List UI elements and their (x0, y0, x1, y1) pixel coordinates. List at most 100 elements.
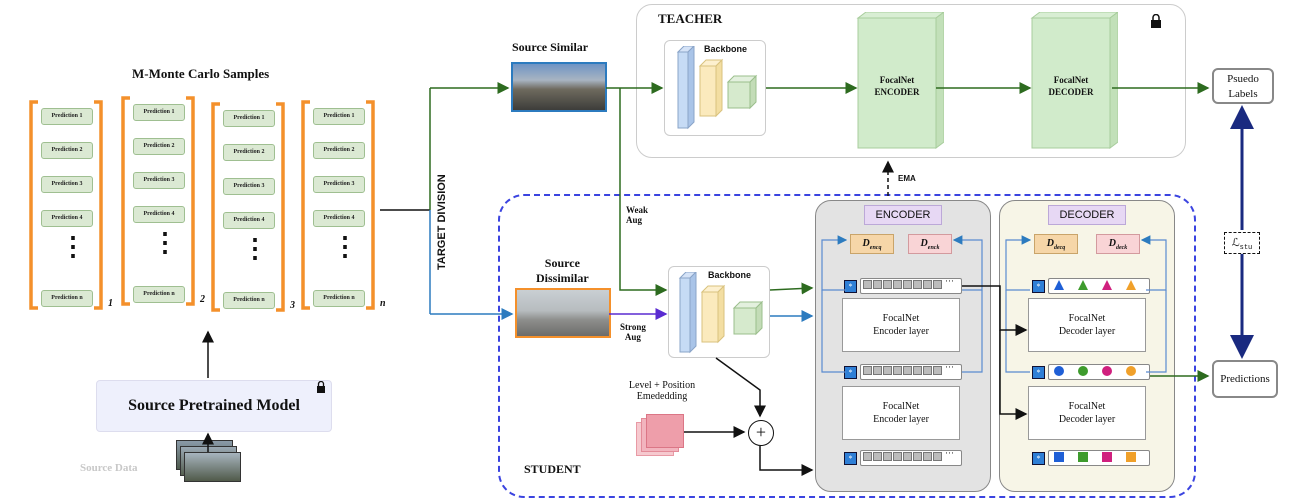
strong-aug-line1: Strong (620, 322, 646, 332)
feature-token (883, 452, 892, 461)
prediction-box: Prediction 3 (41, 176, 93, 193)
encoder-title-text: ENCODER (875, 209, 931, 221)
d-decq-sub: decq (1053, 245, 1066, 251)
pseudo-labels-box: Psuedo Labels (1212, 68, 1274, 104)
teacher-encoder-line2: ENCODER (874, 87, 920, 97)
prediction-box: Prediction 2 (313, 142, 365, 159)
d-enck-main: D (920, 238, 928, 249)
feature-token (903, 452, 912, 461)
teacher-label: TEACHER (658, 11, 723, 26)
bracket-pair (301, 100, 375, 310)
prediction-box: Prediction 1 (41, 108, 93, 125)
teacher-decoder-label: FocalNet DECODER (1034, 74, 1108, 98)
source-similar-label: Source Similar (512, 40, 589, 54)
feature-token (933, 452, 942, 461)
triangle-token-icon (1102, 280, 1112, 290)
circle-token-icon (1078, 366, 1088, 376)
feature-token (933, 366, 942, 375)
weak-aug-label: Weak Aug (626, 205, 648, 225)
feature-token (873, 280, 882, 289)
d-decq-main: D (1046, 238, 1054, 249)
prediction-box: Prediction 3 (313, 176, 365, 193)
encoder-layer-top: FocalNet Encoder layer (842, 298, 960, 352)
source-model-label: Source Pretrained Model (128, 397, 300, 414)
triangle-token-icon (1054, 280, 1064, 290)
query-token-icon: * (1032, 366, 1045, 379)
feature-token (873, 452, 882, 461)
level-position-label: Level + Position Emededding (620, 380, 704, 402)
bracket-pair (29, 100, 103, 310)
strong-aug-line2: Aug (624, 332, 641, 342)
prediction-box: Prediction 2 (41, 142, 93, 159)
plus-symbol: + (755, 422, 767, 442)
ema-label: EMA (898, 174, 916, 183)
token-sequence (1048, 278, 1150, 294)
lock-icon (316, 380, 326, 398)
decoder-layer-top-line2: Decoder layer (1058, 326, 1116, 337)
encoder-layer-top-line2: Encoder layer (873, 326, 929, 337)
ellipsis: ⋮ (242, 234, 268, 263)
feature-token (913, 452, 922, 461)
student-backbone-label: Backbone (708, 270, 752, 280)
decoder-layer-top-line1: FocalNet (1068, 313, 1106, 324)
decoder-layer-bottom: FocalNet Decoder layer (1028, 386, 1146, 440)
group-index: 3 (290, 300, 295, 311)
triangle-token-icon (1126, 280, 1136, 290)
d-enck-sub: enck (927, 245, 940, 251)
level-position-line1: Level + Position (628, 380, 696, 391)
circle-token-icon (1102, 366, 1112, 376)
feature-token (903, 280, 912, 289)
predictions-box: Predictions (1212, 360, 1278, 398)
bracket-pair (211, 102, 285, 312)
feature-token (913, 366, 922, 375)
weak-aug-line1: Weak (626, 205, 649, 215)
teacher-backbone-label: Backbone (704, 44, 748, 54)
token-ellipsis: ··· (945, 448, 954, 458)
prediction-box: Prediction 4 (313, 210, 365, 227)
feature-token (893, 452, 902, 461)
group-index: n (380, 298, 386, 309)
prediction-box: Prediction 3 (223, 178, 275, 195)
student-backbone-blocks (678, 270, 768, 361)
source-dissimilar-image (515, 288, 611, 338)
ellipsis: ⋮ (60, 232, 86, 261)
encoder-layer-bottom-line2: Encoder layer (873, 414, 929, 425)
query-token-icon: * (844, 452, 857, 465)
prediction-box: Prediction 2 (223, 144, 275, 161)
decoder-title: DECODER (1048, 205, 1126, 225)
prediction-box: Prediction 4 (133, 206, 185, 223)
prediction-box: Prediction 4 (223, 212, 275, 229)
level-position-line2: Emededding (636, 391, 688, 402)
source-pretrained-model-box: Source Pretrained Model (96, 380, 332, 432)
loss-subscript: stu (1239, 244, 1253, 253)
token-ellipsis: ··· (945, 362, 954, 372)
pseudo-labels-line1: Psuedo (1227, 73, 1259, 85)
teacher-decoder-line1: FocalNet (1053, 75, 1089, 85)
ellipsis: ⋮ (152, 228, 178, 257)
source-similar-image (511, 62, 607, 112)
pseudo-labels-line2: Labels (1228, 88, 1258, 100)
feature-token (923, 280, 932, 289)
group-index: 1 (108, 298, 113, 309)
feature-token (923, 366, 932, 375)
teacher-backbone-blocks (676, 44, 766, 135)
feature-token (893, 280, 902, 289)
square-token-icon (1102, 452, 1112, 462)
teacher-encoder-label: FocalNet ENCODER (860, 74, 934, 98)
d-encq-main: D (862, 238, 870, 249)
teacher-lock-icon (1150, 13, 1162, 33)
d-deck-main: D (1108, 238, 1116, 249)
prediction-box: Prediction n (133, 286, 185, 303)
loss-symbol: ℒ (1231, 237, 1240, 249)
d-encq-box: Dencq (850, 234, 894, 254)
encoder-title: ENCODER (864, 205, 942, 225)
encoder-layer-bottom: FocalNet Encoder layer (842, 386, 960, 440)
square-token-icon (1054, 452, 1064, 462)
source-data-label: Source Data (80, 462, 138, 474)
circle-token-icon (1126, 366, 1136, 376)
feature-token (923, 452, 932, 461)
